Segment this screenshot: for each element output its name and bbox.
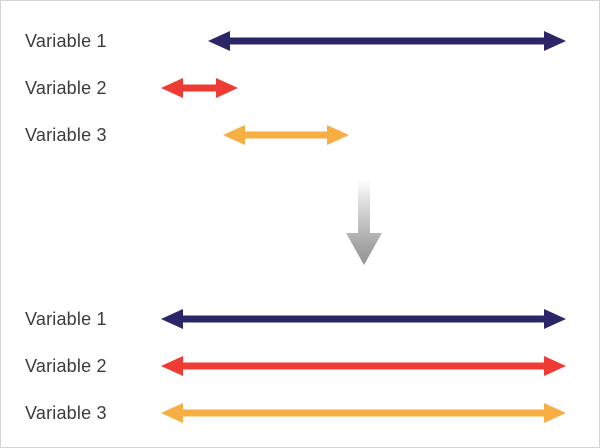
range-arrow-variable-2	[161, 343, 566, 389]
before-panel: Variable 1 Variable 2 Variable 3	[1, 1, 599, 171]
variable-label: Variable 3	[25, 125, 107, 145]
downward-gradient-arrow-icon	[342, 181, 386, 267]
range-arrow-variable-3	[161, 390, 566, 436]
variable-row: Variable 3	[1, 112, 599, 158]
variable-row: Variable 2	[1, 343, 599, 389]
range-arrow-variable-2	[161, 65, 238, 111]
variable-label: Variable 1	[25, 31, 107, 51]
range-arrow-variable-3	[223, 112, 349, 158]
variable-label: Variable 2	[25, 356, 107, 376]
variable-row: Variable 3	[1, 390, 599, 436]
variable-row: Variable 1	[1, 18, 599, 64]
variable-label: Variable 1	[25, 309, 107, 329]
range-arrow-variable-1	[161, 296, 566, 342]
variable-label: Variable 2	[25, 78, 107, 98]
range-arrow-variable-1	[208, 18, 566, 64]
after-panel: Variable 1 Variable 2 Variable 3	[1, 291, 599, 447]
variable-row: Variable 1	[1, 296, 599, 342]
variable-row: Variable 2	[1, 65, 599, 111]
variable-label: Variable 3	[25, 403, 107, 423]
